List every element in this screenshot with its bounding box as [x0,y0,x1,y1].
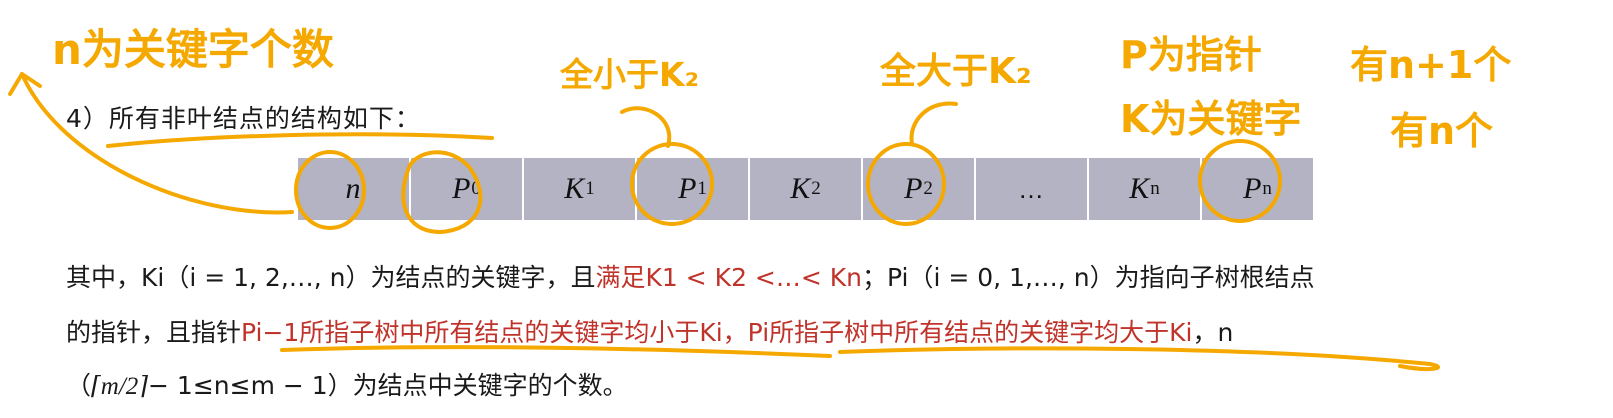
line1-emphasis: 满足K1 < K2 <…< Kn [595,263,862,292]
line1-text-a: 其中，Ki（i = 1, 2,…, n）为结点的关键字，且 [66,263,596,292]
handwritten-k-note: K为关键字 [1120,97,1302,141]
line2-text-b: ，n [1192,318,1234,347]
line3-open: （ [66,371,92,400]
line3-text: − 1≤n≤m − 1）为结点中关键字的个数。 [148,371,628,400]
handwritten-k-count: 有n个 [1390,109,1494,153]
ceil-expression: ⌈m/2⌉ [91,373,149,400]
handwritten-p-count: 有n+1个 [1350,43,1512,87]
line1-text-b: ；Pi（i = 0, 1,…, n）为指向子树根结点 [862,263,1315,292]
p2-hook [909,101,958,146]
line2-emphasis: Pi−1所指子树中所有结点的关键字均小于Ki，Pi所指子树中所有结点的关键字均大… [241,318,1193,347]
red-underline-right [838,346,1440,372]
heading-underline [106,132,494,148]
paragraph-line-3: （⌈m/2⌉− 1≤n≤m − 1）为结点中关键字的个数。 [66,366,628,402]
paragraph-line-2: 的指针，且指针Pi−1所指子树中所有结点的关键字均小于Ki，Pi所指子树中所有结… [66,313,1233,349]
handwritten-p-note: P为指针 [1120,33,1262,77]
p1-hook [620,106,672,148]
paragraph-line-1: 其中，Ki（i = 1, 2,…, n）为结点的关键字，且满足K1 < K2 <… [66,258,1315,294]
node-cell-ellipsis: … [976,158,1089,220]
section-heading: 4）所有非叶结点的结构如下： [66,104,421,133]
line2-text-a: 的指针，且指针 [66,318,242,347]
handwritten-p2-note: 全大于K₂ [880,51,1032,92]
n-arrow-curve [20,72,294,215]
node-cell-n: n [298,158,411,220]
handwritten-n-note: n为关键字个数 [52,25,334,74]
n-arrow-head [8,72,42,96]
handwritten-p1-note: 全小于K₂ [560,55,700,94]
